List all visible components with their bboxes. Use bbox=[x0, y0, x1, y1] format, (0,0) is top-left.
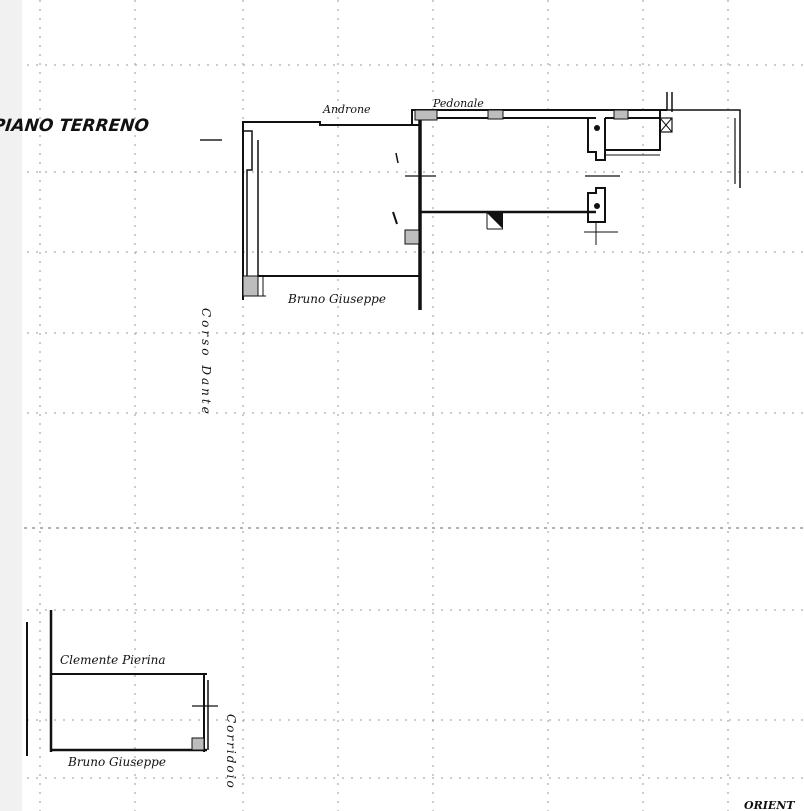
page-title: PIANO TERRENO bbox=[0, 116, 150, 136]
label-clemente: Clemente Pierina bbox=[60, 653, 166, 667]
label-bruno-bottom: Bruno Giuseppe bbox=[67, 755, 166, 769]
lower-floor-plan bbox=[26, 610, 218, 756]
scan-edge-shading bbox=[0, 0, 22, 811]
label-corridoio: Corridoio bbox=[224, 714, 238, 790]
androne-outline bbox=[242, 109, 667, 128]
left-wall bbox=[243, 130, 253, 296]
pillar-top bbox=[587, 118, 606, 161]
label-orient: ORIENT bbox=[744, 799, 795, 811]
upper-floor-plan bbox=[242, 92, 741, 310]
label-pedonale: Pedonale bbox=[432, 97, 484, 110]
label-androne: Androne bbox=[322, 103, 371, 116]
label-corso-dante: Corso Dante bbox=[199, 308, 213, 417]
label-bruno-top: Bruno Giuseppe bbox=[287, 292, 386, 306]
pillar-bottom bbox=[587, 187, 606, 223]
